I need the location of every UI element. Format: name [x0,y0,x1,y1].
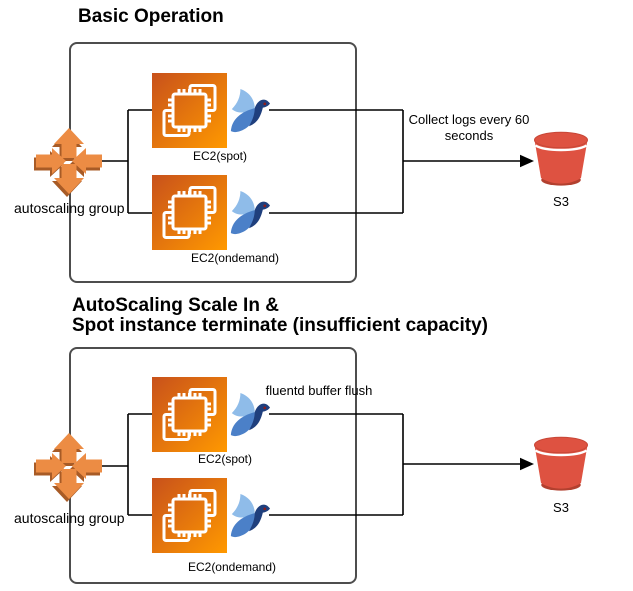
section-title-scale-in: AutoScaling Scale In & Spot instance ter… [72,295,488,336]
fluentd-bird-icon [230,393,270,437]
flow-annotation: Collect logs every 60 seconds [408,112,530,143]
ec2-spot-icon [152,377,227,452]
fluentd-bird-icon [230,494,270,538]
ec2-ondemand-label: EC2(ondemand) [187,560,277,574]
section-title-basic-operation: Basic Operation [78,6,224,27]
arrowhead-icon [520,154,534,168]
autoscaling-group-label: autoscaling group [14,510,125,526]
autoscaling-group-label: autoscaling group [14,200,125,216]
ec2-ondemand-label: EC2(ondemand) [190,251,280,265]
ec2-spot-label: EC2(spot) [197,452,253,466]
ec2-ondemand-icon [152,478,227,553]
s3-bucket-icon [534,436,588,491]
autoscaling-group-icon [34,433,102,502]
s3-bucket-icon [534,131,588,186]
fluentd-bird-icon [230,89,270,133]
flow-annotation: fluentd buffer flush [265,383,373,398]
fluentd-bird-icon [230,191,270,235]
s3-label: S3 [553,194,569,209]
arrowhead-icon [520,457,534,471]
ec2-spot-icon [152,73,227,148]
s3-label: S3 [553,500,569,515]
autoscaling-group-icon [34,128,102,197]
ec2-ondemand-icon [152,175,227,250]
ec2-spot-label: EC2(spot) [192,149,248,163]
